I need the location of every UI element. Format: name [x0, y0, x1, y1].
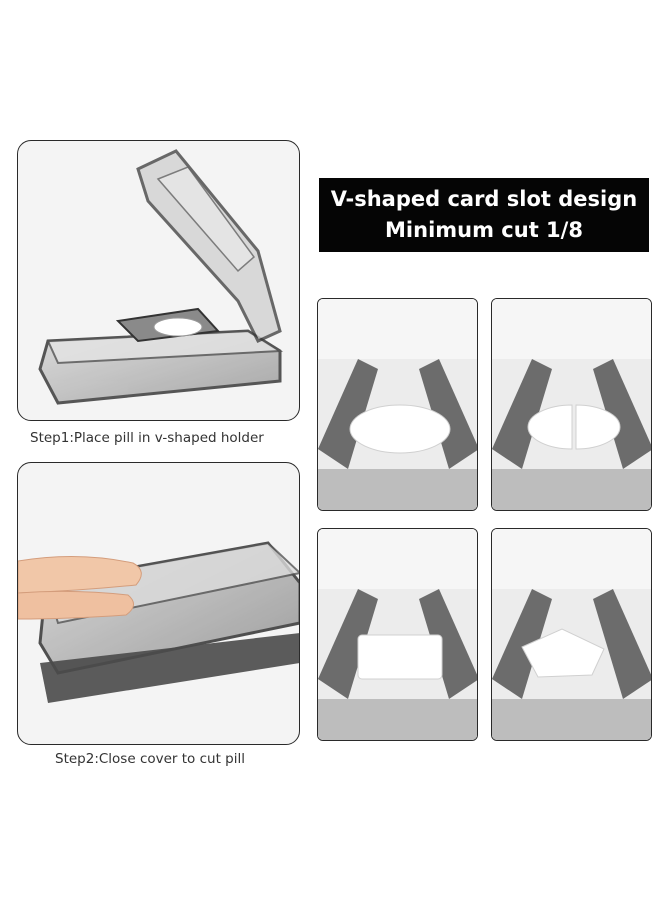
cut-example-quarter	[317, 528, 478, 741]
cut-example-whole	[317, 298, 478, 511]
step2-caption: Step2:Close cover to cut pill	[55, 751, 245, 767]
cut-example-eighth	[491, 528, 652, 741]
step2-photo	[17, 462, 300, 745]
half-pill-icon	[527, 404, 621, 450]
banner-line-2: Minimum cut 1/8	[385, 218, 583, 242]
open-pill-cutter-illustration	[38, 149, 284, 405]
whole-pill-icon	[349, 404, 451, 454]
step1-caption: Step1:Place pill in v-shaped holder	[30, 430, 264, 446]
quarter-pill-icon	[357, 634, 443, 680]
eighth-pill-icon	[521, 628, 605, 678]
cut-example-half	[491, 298, 652, 511]
closed-pill-cutter-illustration	[18, 541, 299, 703]
feature-banner: V-shaped card slot design Minimum cut 1/…	[319, 178, 649, 252]
step1-photo	[17, 140, 300, 421]
banner-line-1: V-shaped card slot design	[330, 187, 638, 211]
